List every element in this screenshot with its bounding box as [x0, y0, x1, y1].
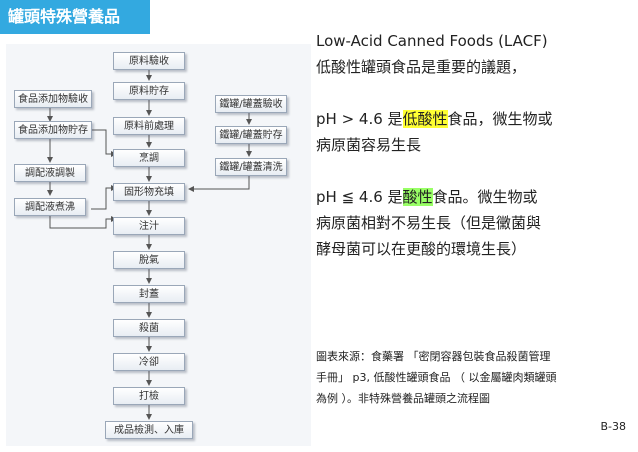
low-acid-line-1: pH > 4.6 是低酸性食品，微生物或 [316, 106, 634, 132]
arrow-left-to-cook [91, 129, 117, 157]
flow-node-final-storage: 成品檢測、入庫 [105, 421, 193, 439]
page-number: B-38 [600, 420, 626, 433]
flowchart-panel: 原料驗收 原料貯存 原料前處理 烹調 固形物充填 注汁 脫氣 封蓋 殺菌 冷卻 … [6, 44, 311, 446]
low-acid-ph-text: pH > 4.6 是 [316, 110, 403, 128]
flow-node-can-washing: 鐵罐/罐蓋清洗 [215, 158, 287, 176]
flow-node-cooling: 冷卻 [113, 353, 185, 371]
flow-node-additive-storage: 食品添加物貯存 [14, 121, 92, 139]
flow-node-raw-storage: 原料貯存 [113, 82, 185, 100]
flow-node-sealing: 封蓋 [113, 285, 185, 303]
flow-node-degassing: 脫氣 [113, 251, 185, 269]
source-note: 圖表來源：食藥署 「密閉容器包裝食品殺菌管理 手冊」 p3, 低酸性罐頭食品 （… [316, 346, 634, 409]
acid-ph-text: pH ≦ 4.6 是 [316, 188, 403, 206]
flow-node-liquid-boil: 調配液煮沸 [14, 198, 86, 216]
source-line-3: 為例 ）。非特殊營養品罐頭之流程圖 [316, 392, 490, 405]
flow-node-raw-receive: 原料驗收 [113, 52, 185, 70]
acid-line-3: 酵母菌可以在更酸的環境生長） [316, 240, 527, 258]
flow-node-additive-receive: 食品添加物驗收 [14, 90, 92, 108]
flow-node-can-receive: 鐵罐/罐蓋驗收 [215, 95, 287, 113]
low-acid-paragraph: pH > 4.6 是低酸性食品，微生物或 病原菌容易生長 [316, 106, 634, 158]
flow-node-cooking: 烹調 [113, 149, 185, 167]
flow-node-juice-injection: 注汁 [113, 217, 185, 235]
acid-post-text: 食品。微生物或 [432, 188, 538, 206]
arrow-right-to-fill [188, 175, 250, 192]
low-acid-highlight: 低酸性 [402, 110, 448, 128]
low-acid-post-text: 食品，微生物或 [447, 110, 553, 128]
flowchart-connectors [47, 69, 252, 420]
acid-paragraph: pH ≦ 4.6 是酸性食品。微生物或 病原菌相對不易生長（但是黴菌與 酵母菌可… [316, 184, 634, 262]
arrow-left-to-fill [91, 185, 117, 210]
section-title: 罐頭特殊營養品 [0, 0, 150, 34]
flow-node-pretreatment: 原料前處理 [113, 117, 185, 135]
flow-node-can-storage: 鐵罐/罐蓋貯存 [215, 126, 287, 144]
flow-node-solid-filling: 固形物充填 [113, 183, 185, 201]
arrow-left-to-juice [49, 216, 117, 229]
acid-highlight: 酸性 [402, 188, 433, 206]
flow-node-sterilization: 殺菌 [113, 319, 185, 337]
source-line-2: 手冊」 p3, 低酸性罐頭食品 （ 以金屬罐肉類罐頭 [316, 371, 557, 384]
acid-line-1: pH ≦ 4.6 是酸性食品。微生物或 [316, 184, 634, 210]
low-acid-line-2: 病原菌容易生長 [316, 136, 422, 154]
lacf-intro: Low-Acid Canned Foods (LACF) 低酸性罐頭食品是重要的… [316, 28, 634, 80]
source-line-1: 圖表來源：食藥署 「密閉容器包裝食品殺菌管理 [316, 350, 551, 363]
lacf-title: Low-Acid Canned Foods (LACF) [316, 32, 548, 50]
flow-node-liquid-prep: 調配液調製 [14, 164, 86, 182]
lacf-subtitle: 低酸性罐頭食品是重要的議題， [316, 58, 527, 76]
acid-line-2: 病原菌相對不易生長（但是黴菌與 [316, 214, 542, 232]
flow-node-inspection: 打檢 [113, 387, 185, 405]
